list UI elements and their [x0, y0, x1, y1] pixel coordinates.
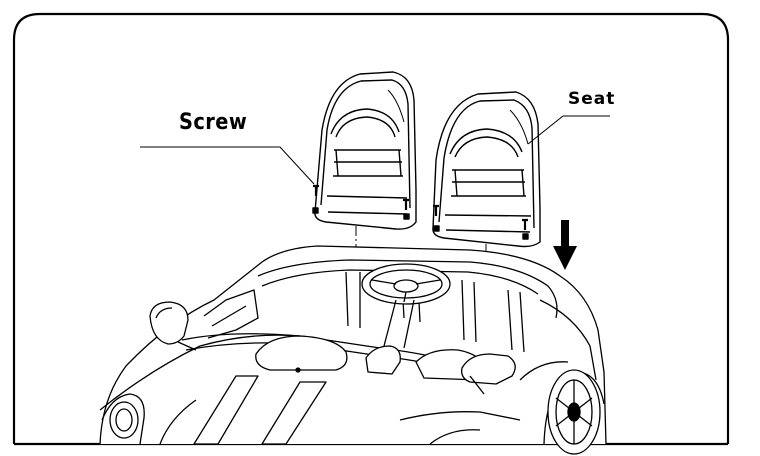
- screw-leader-line: [140, 147, 314, 184]
- seat-label: Seat: [568, 89, 616, 109]
- left-seat-back: [313, 72, 416, 229]
- right-seat-back: [433, 92, 540, 247]
- screw-label: Screw: [179, 110, 248, 135]
- seat-leader-line: [528, 116, 610, 144]
- ride-on-car-body: [100, 246, 606, 454]
- diagram-border: [14, 14, 728, 444]
- down-arrow-icon: [553, 220, 577, 270]
